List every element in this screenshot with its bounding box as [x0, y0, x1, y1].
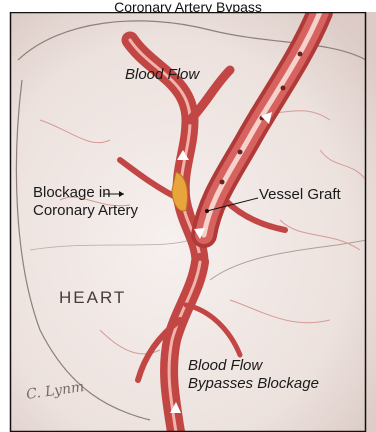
label-blockage-line2: Coronary Artery [33, 202, 138, 220]
label-blood-flow: Blood Flow [125, 66, 199, 84]
label-bypass-line2: Bypasses Blockage [188, 375, 319, 393]
label-heart: HEART [59, 289, 126, 307]
label-blockage: Blockage in Coronary Artery [33, 184, 138, 220]
label-bypass-line1: Blood Flow [188, 357, 319, 375]
label-bypass: Blood Flow Bypasses Blockage [188, 357, 319, 393]
graft-leader-dot [205, 209, 209, 213]
left-margin [0, 12, 10, 432]
label-vessel-graft: Vessel Graft [259, 186, 341, 204]
label-blockage-line1: Blockage in [33, 184, 138, 202]
page-title: Coronary Artery Bypass [0, 0, 376, 12]
